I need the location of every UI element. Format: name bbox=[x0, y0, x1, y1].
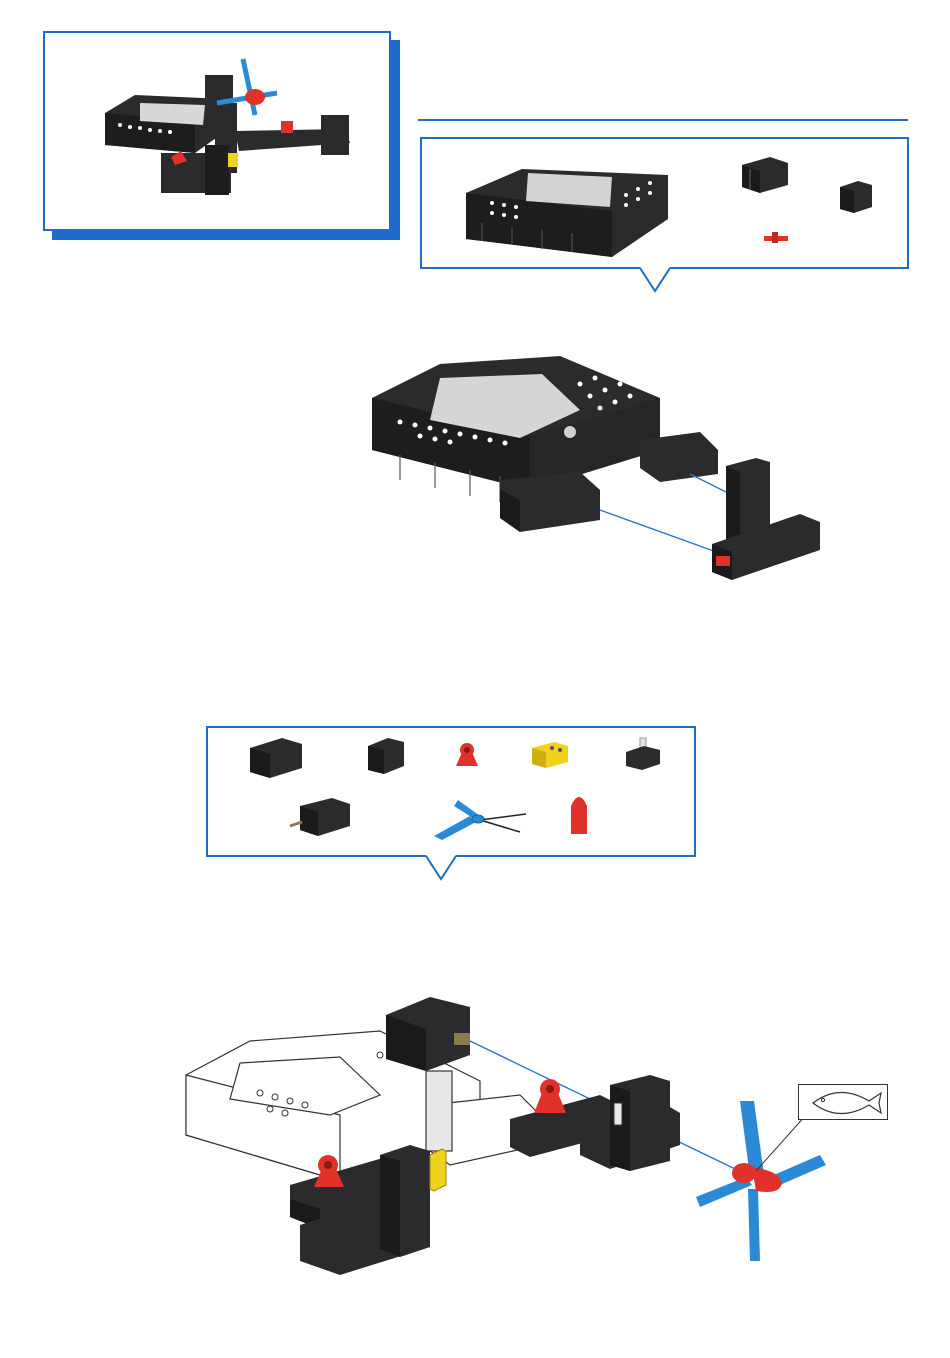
red-connector-icon bbox=[762, 231, 792, 245]
step1-assembly-illustration bbox=[360, 340, 830, 590]
block-15-icon bbox=[838, 179, 874, 215]
finished-model-preview bbox=[45, 33, 389, 229]
propeller-icon bbox=[430, 794, 530, 844]
motor-icon bbox=[288, 796, 354, 838]
step2-parts-box bbox=[206, 726, 696, 857]
red-hub-nut-icon bbox=[568, 790, 590, 836]
yellow-led-icon bbox=[530, 740, 570, 770]
block-15-icon bbox=[366, 736, 406, 776]
step1-callout-pointer bbox=[640, 267, 670, 293]
red-angle-block-icon bbox=[454, 740, 480, 770]
step2-callout-pointer bbox=[426, 855, 456, 881]
phototransistor-icon bbox=[622, 736, 662, 772]
fish-callout-box bbox=[798, 1084, 888, 1120]
block-30-icon bbox=[740, 155, 790, 195]
step1-header-rule bbox=[418, 119, 908, 121]
controller-part-icon bbox=[462, 153, 692, 265]
block-30-icon bbox=[248, 736, 304, 780]
preview-box bbox=[43, 31, 391, 231]
step1-parts-box bbox=[420, 137, 909, 269]
fish-icon bbox=[799, 1085, 887, 1119]
step2-assembly-illustration bbox=[180, 985, 900, 1285]
